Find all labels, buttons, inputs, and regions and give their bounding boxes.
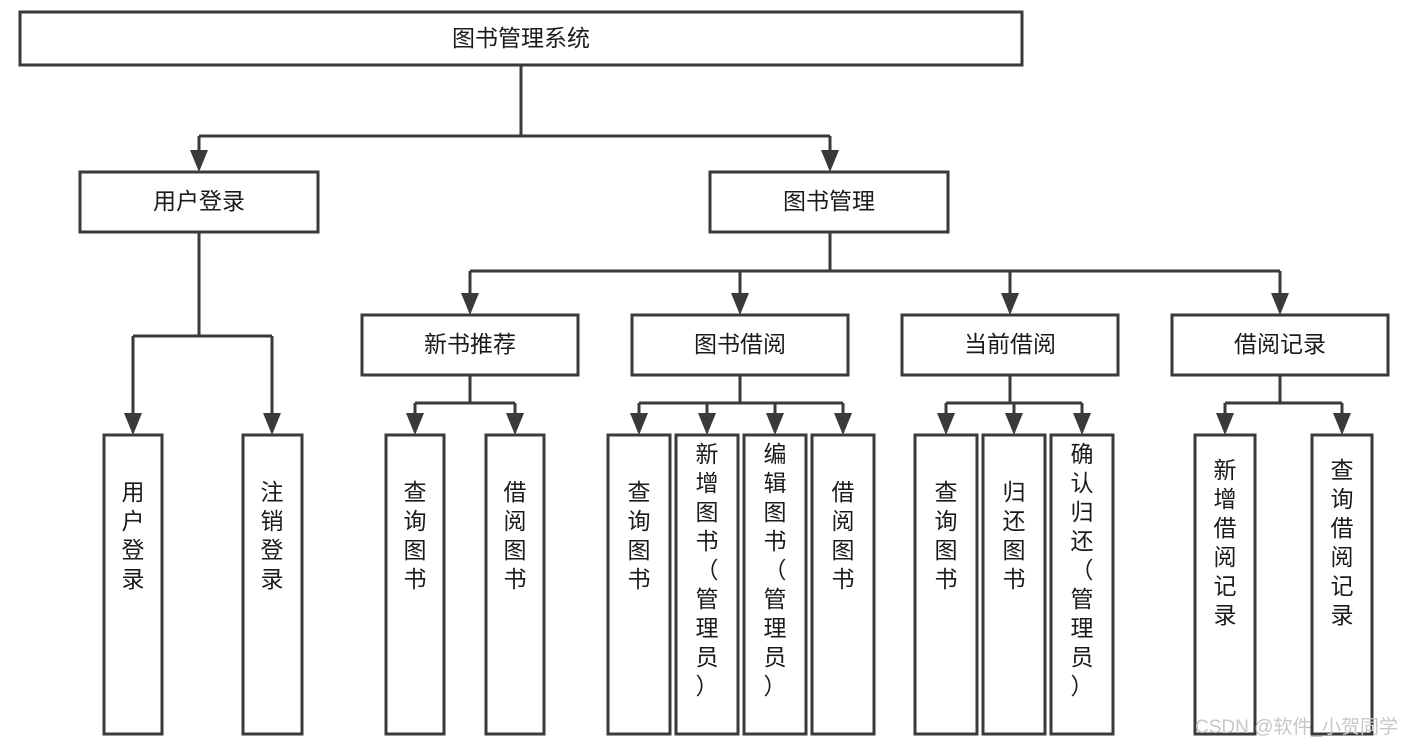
arrowhead-leaf-logout: [263, 413, 281, 435]
leaf-return-book-box[interactable]: [981, 433, 1047, 736]
arrowhead-leaf-add-record: [1216, 413, 1234, 435]
leaf-query-book-2-label: 查询图书: [628, 479, 651, 592]
node-leaf-query-book-2[interactable]: 查询图书: [606, 433, 672, 736]
leaf-add-book-box[interactable]: [674, 433, 740, 736]
borrow-record-box[interactable]: [1170, 313, 1390, 377]
node-leaf-query-book-1[interactable]: 查询图书: [384, 433, 446, 736]
leaf-add-book-label: 新增图书（管理员）: [696, 441, 719, 699]
leaf-query-book-3-label: 查询图书: [935, 479, 958, 592]
arrowhead-leaf-query-book-3: [937, 413, 955, 435]
node-book-borrow[interactable]: 图书借阅: [630, 313, 850, 377]
node-leaf-borrow-book-2[interactable]: 借阅图书: [810, 433, 876, 736]
user-login-label: 用户登录: [153, 188, 245, 214]
arrowhead-leaf-edit-book: [766, 413, 784, 435]
leaf-user-login-box[interactable]: [102, 433, 164, 736]
node-book-management[interactable]: 图书管理: [708, 170, 950, 234]
node-leaf-user-login[interactable]: 用户登录: [102, 433, 164, 736]
book-management-box[interactable]: [708, 170, 950, 234]
user-login-box[interactable]: [78, 170, 320, 234]
book-borrow-box[interactable]: [630, 313, 850, 377]
book-borrow-label: 图书借阅: [694, 331, 786, 357]
borrow-record-label: 借阅记录: [1234, 331, 1326, 357]
leaf-logout-label: 注销登录: [261, 479, 284, 592]
root-label: 图书管理系统: [452, 25, 590, 51]
leaf-query-record-label: 查询借阅记录: [1331, 457, 1354, 628]
connector-layer: [124, 65, 1351, 435]
new-book-recommend-label: 新书推荐: [424, 331, 516, 357]
arrowhead-leaf-user-login: [124, 413, 142, 435]
arrowhead-leaf-add-book: [698, 413, 716, 435]
node-leaf-return-book[interactable]: 归还图书: [981, 433, 1047, 736]
arrowhead-user-login: [190, 150, 208, 172]
book-management-label: 图书管理: [783, 188, 875, 214]
leaf-confirm-return-label: 确认归还（管理员）: [1071, 441, 1094, 699]
arrowhead-leaf-confirm-return: [1073, 413, 1091, 435]
node-new-book-recommend[interactable]: 新书推荐: [360, 313, 580, 377]
leaf-borrow-book-2-box[interactable]: [810, 433, 876, 736]
arrowhead-new-book-recommend: [461, 293, 479, 315]
node-leaf-add-record[interactable]: 新增借阅记录: [1193, 433, 1257, 736]
arrowhead-leaf-query-book-1: [406, 413, 424, 435]
leaf-query-book-3-box[interactable]: [913, 433, 979, 736]
node-root-system[interactable]: 图书管理系统: [18, 10, 1024, 67]
leaf-user-login-label: 用户登录: [122, 479, 145, 592]
arrowhead-current-borrow: [1001, 293, 1019, 315]
arrowhead-leaf-query-book-2: [630, 413, 648, 435]
arrowhead-leaf-borrow-book-1: [506, 413, 524, 435]
arrowhead-borrow-record: [1271, 293, 1289, 315]
current-borrow-box[interactable]: [900, 313, 1120, 377]
leaf-edit-book-box[interactable]: [742, 433, 808, 736]
leaf-query-book-1-label: 查询图书: [404, 479, 427, 592]
node-user-login[interactable]: 用户登录: [78, 170, 320, 234]
arrowhead-leaf-return-book: [1005, 413, 1023, 435]
new-book-recommend-box[interactable]: [360, 313, 580, 377]
leaf-add-record-label: 新增借阅记录: [1214, 457, 1237, 628]
leaf-confirm-return-box[interactable]: [1049, 433, 1115, 736]
leaf-return-book-label: 归还图书: [1003, 479, 1026, 592]
node-borrow-record[interactable]: 借阅记录: [1170, 313, 1390, 377]
leaf-query-book-1-box[interactable]: [384, 433, 446, 736]
leaf-borrow-book-1-label: 借阅图书: [504, 479, 527, 592]
root-box[interactable]: [18, 10, 1024, 67]
arrowhead-book-management: [821, 150, 839, 172]
current-borrow-label: 当前借阅: [964, 331, 1056, 357]
csdn-watermark: CSDN @软件_小贺同学: [1195, 716, 1398, 738]
node-leaf-query-book-3[interactable]: 查询图书: [913, 433, 979, 736]
leaf-query-record-box[interactable]: [1310, 433, 1374, 736]
arrowhead-book-borrow: [731, 293, 749, 315]
leaf-add-record-box[interactable]: [1193, 433, 1257, 736]
leaf-logout-box[interactable]: [241, 433, 304, 736]
node-leaf-borrow-book-1[interactable]: 借阅图书: [484, 433, 546, 736]
node-leaf-edit-book[interactable]: 编辑图书（管理员）: [742, 433, 808, 736]
leaf-borrow-book-1-box[interactable]: [484, 433, 546, 736]
arrowhead-leaf-query-record: [1333, 413, 1351, 435]
node-current-borrow[interactable]: 当前借阅: [900, 313, 1120, 377]
node-leaf-add-book[interactable]: 新增图书（管理员）: [674, 433, 740, 736]
leaf-edit-book-label: 编辑图书（管理员）: [764, 441, 787, 699]
node-leaf-query-record[interactable]: 查询借阅记录: [1310, 433, 1374, 736]
leaf-borrow-book-2-label: 借阅图书: [832, 479, 855, 592]
node-leaf-logout[interactable]: 注销登录: [241, 433, 304, 736]
arrowhead-leaf-borrow-book-2: [834, 413, 852, 435]
leaf-query-book-2-box[interactable]: [606, 433, 672, 736]
node-leaf-confirm-return[interactable]: 确认归还（管理员）: [1049, 433, 1115, 736]
